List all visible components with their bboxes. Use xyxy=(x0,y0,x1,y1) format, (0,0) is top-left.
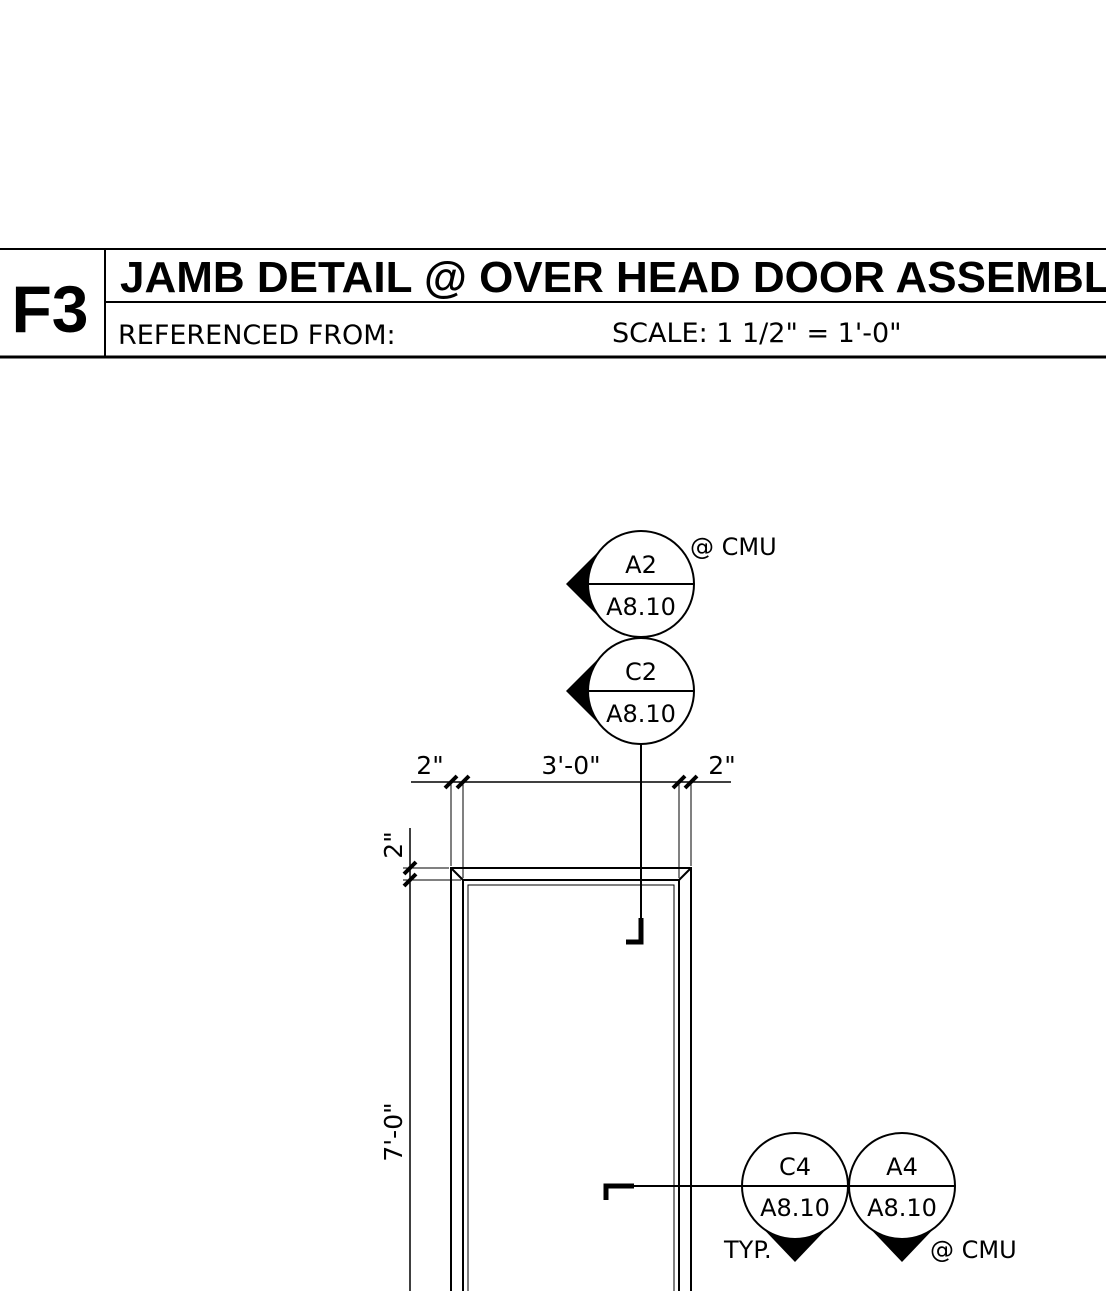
scale-label: SCALE: 1 1/2" = 1'-0" xyxy=(612,318,902,349)
section-callout-c4[interactable]: C4 A8.10 TYP. xyxy=(723,1132,849,1264)
dim-opening-width: 3'-0" xyxy=(541,751,600,780)
dim-head: 2" xyxy=(379,831,408,858)
callout-note: TYP. xyxy=(723,1236,772,1264)
callout-detail-id: C4 xyxy=(779,1153,811,1181)
callout-sheet-id: A8.10 xyxy=(606,700,676,728)
callout-note: @ CMU xyxy=(930,1236,1017,1264)
detail-title: JAMB DETAIL @ OVER HEAD DOOR ASSEMBLY xyxy=(120,253,1106,302)
callout-detail-id: A2 xyxy=(625,551,657,579)
callout-sheet-id: A8.10 xyxy=(867,1194,937,1222)
section-leader-vertical xyxy=(626,744,644,945)
section-leader-horizontal xyxy=(603,1183,742,1200)
dimension-height: 2" 7'-0" xyxy=(379,828,461,1291)
section-callout-a4[interactable]: A4 A8.10 @ CMU xyxy=(848,1132,1017,1264)
title-block: F3 JAMB DETAIL @ OVER HEAD DOOR ASSEMBLY… xyxy=(0,248,1106,359)
door-frame xyxy=(450,867,692,1291)
callout-sheet-id: A8.10 xyxy=(606,593,676,621)
callout-detail-id: A4 xyxy=(886,1153,918,1181)
callout-detail-id: C2 xyxy=(625,658,657,686)
callout-note: @ CMU xyxy=(690,533,777,561)
section-callout-c2[interactable]: C2 A8.10 xyxy=(566,637,695,745)
dim-right-jamb: 2" xyxy=(708,751,735,780)
detail-number: F3 xyxy=(11,272,88,346)
callout-sheet-id: A8.10 xyxy=(760,1194,830,1222)
dim-left-jamb: 2" xyxy=(416,751,443,780)
dim-opening-height: 7'-0" xyxy=(379,1102,408,1161)
dimension-width: 2" 3'-0" 2" xyxy=(411,751,736,878)
section-callout-a2[interactable]: A2 A8.10 @ CMU xyxy=(566,530,777,638)
referenced-from-label: REFERENCED FROM: xyxy=(118,320,396,351)
